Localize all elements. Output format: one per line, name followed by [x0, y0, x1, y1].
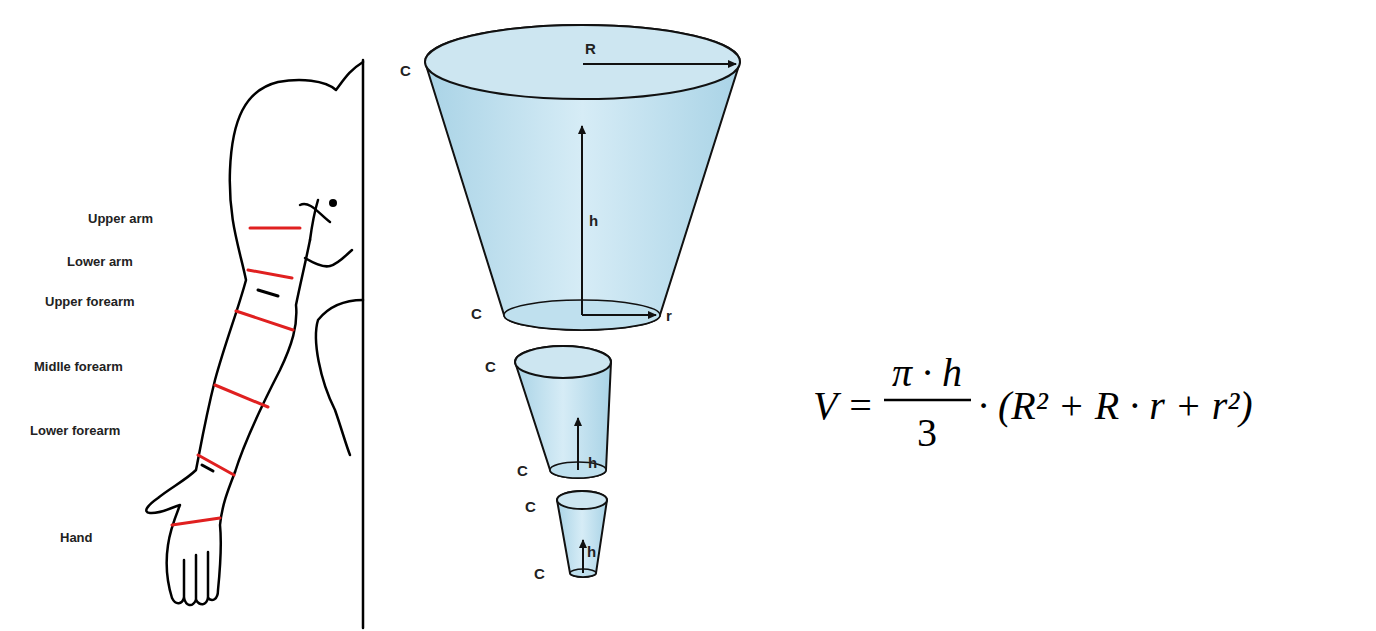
segment-label: Upper arm: [88, 211, 153, 226]
dimension-label: C: [471, 305, 482, 322]
marks: [202, 290, 278, 471]
segment-label: Lower arm: [67, 254, 133, 269]
dimension-label: C: [517, 462, 528, 479]
dimension-label: C: [525, 498, 536, 515]
segment-label: Hand: [60, 530, 93, 545]
frustum: [425, 25, 740, 330]
formula-part: 3: [917, 409, 937, 456]
arm-outline: [146, 60, 363, 628]
dimension-label: h: [587, 543, 596, 560]
segment-label: Midlle forearm: [34, 359, 123, 374]
formula-part: V =: [813, 382, 874, 429]
segment-label: Lower forearm: [30, 423, 120, 438]
frustum: [557, 491, 607, 577]
formula-part: π · h: [892, 349, 962, 396]
fraction-bar: [884, 399, 971, 402]
dimension-label: R: [585, 40, 596, 57]
dimension-label: r: [666, 307, 672, 324]
formula-part: · (R² + R · r + r²): [978, 382, 1253, 429]
dimension-label: C: [485, 358, 496, 375]
nipple-dot: [329, 199, 337, 207]
segment-label: Upper forearm: [45, 294, 135, 309]
dimension-label: h: [588, 454, 597, 471]
dimension-label: C: [400, 62, 411, 79]
frustum: [515, 346, 611, 478]
dimension-label: C: [534, 565, 545, 582]
dimension-label: h: [589, 212, 598, 229]
measure-lines: [172, 228, 300, 525]
